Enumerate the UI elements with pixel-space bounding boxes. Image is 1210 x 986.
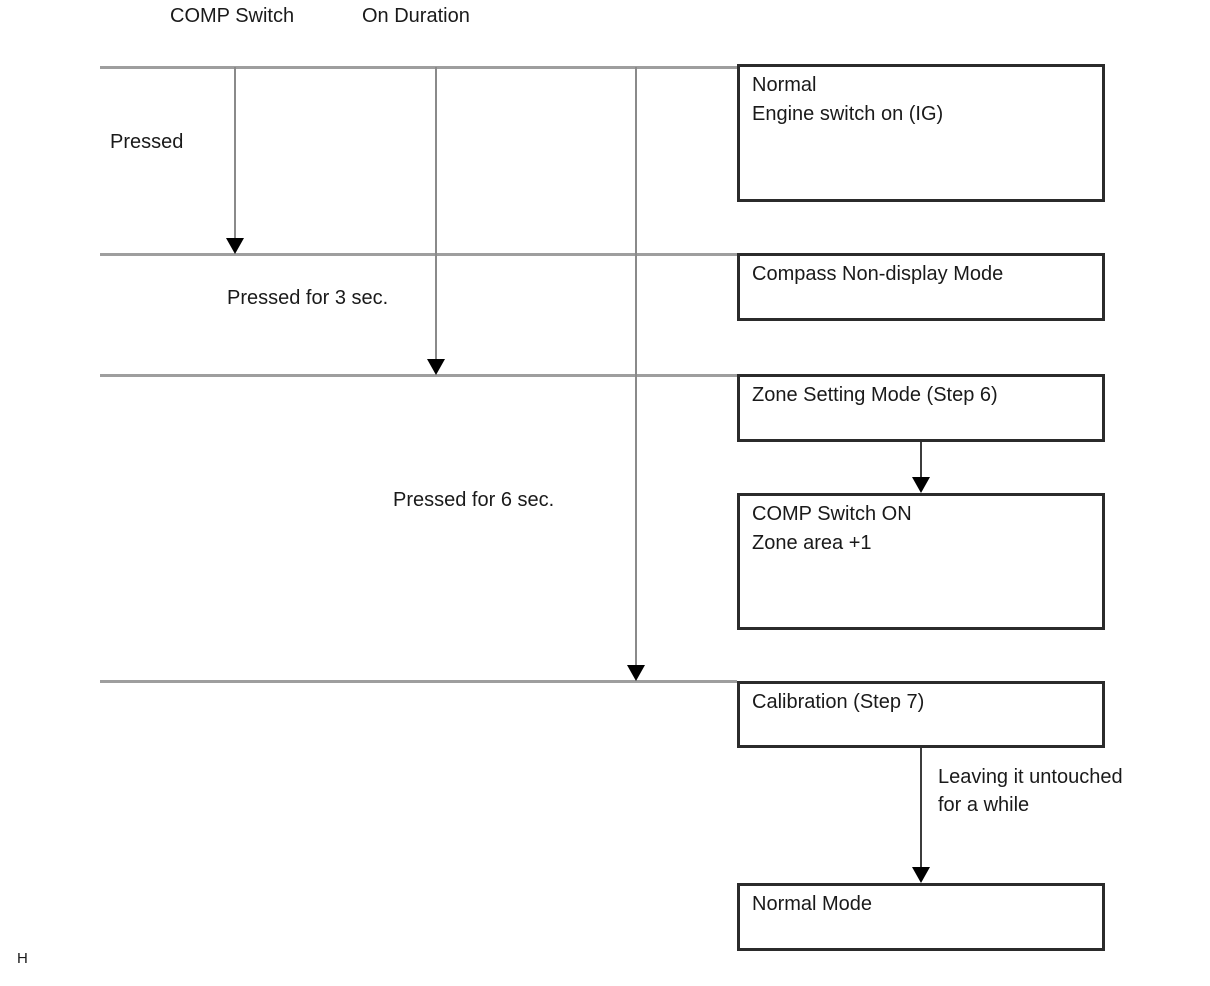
- box-normal-mode-line1: Normal Mode: [752, 893, 873, 915]
- stem-pressed-3s: [435, 67, 437, 360]
- arrow-down-icon: [427, 359, 445, 375]
- label-pressed: Pressed: [110, 131, 184, 153]
- box-zone-setting-mode: Zone Setting Mode (Step 6): [737, 374, 1105, 442]
- footer-page-mark: H: [17, 950, 28, 967]
- box-normal: Normal Engine switch on (IG): [737, 64, 1105, 202]
- box-calibration-line1: Calibration (Step 7): [752, 691, 925, 713]
- box-comp-switch-on: COMP Switch ON Zone area +1: [737, 493, 1105, 630]
- box-compass-non-display-mode: Compass Non-display Mode: [737, 253, 1105, 321]
- arrow-down-icon: [627, 665, 645, 681]
- stem-pressed-6s: [635, 67, 637, 666]
- connector-calibration-to-normal: [920, 748, 922, 869]
- arrow-down-icon: [912, 867, 930, 883]
- timeline-row-line-4: [100, 680, 737, 683]
- box-comp-switch-on-line1: COMP Switch ON: [752, 503, 912, 525]
- box-normal-line1: Normal: [752, 74, 817, 96]
- timeline-row-line-3: [100, 374, 737, 377]
- stem-pressed: [234, 67, 236, 239]
- arrow-down-icon: [912, 477, 930, 493]
- label-pressed-6-sec: Pressed for 6 sec.: [393, 489, 555, 511]
- box-comp-switch-on-line2: Zone area +1: [752, 532, 872, 554]
- timeline-row-line-2: [100, 253, 737, 256]
- box-compass-non-display-line1: Compass Non-display Mode: [752, 263, 1004, 285]
- connector-zone-to-compswitch: [920, 442, 922, 486]
- label-leaving-untouched-line2: for a while: [938, 794, 1030, 816]
- label-pressed-3-sec: Pressed for 3 sec.: [227, 287, 389, 309]
- label-leaving-untouched-line1: Leaving it untouched: [938, 766, 1123, 788]
- column-header-comp-switch: COMP Switch: [170, 5, 295, 27]
- box-zone-setting-line1: Zone Setting Mode (Step 6): [752, 384, 998, 406]
- box-normal-mode: Normal Mode: [737, 883, 1105, 951]
- box-normal-line2: Engine switch on (IG): [752, 103, 944, 125]
- label-leaving-untouched: Leaving it untouched for a while: [938, 763, 1123, 819]
- column-header-on-duration: On Duration: [362, 5, 470, 27]
- box-calibration: Calibration (Step 7): [737, 681, 1105, 748]
- arrow-down-icon: [226, 238, 244, 254]
- timeline-row-line-1: [100, 66, 737, 69]
